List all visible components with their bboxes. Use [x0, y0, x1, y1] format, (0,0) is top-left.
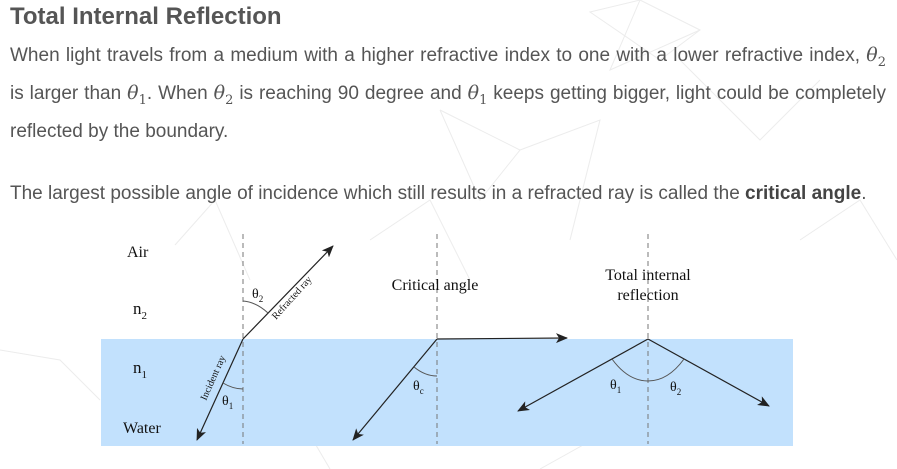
label-theta1-tir: θ1: [610, 378, 621, 395]
para1-text-4: is reaching 90 degree and: [233, 82, 468, 104]
surface-ray: [436, 333, 568, 344]
incident-ray-2: [352, 338, 438, 441]
label-n1: n1: [133, 358, 147, 381]
para1-text-3: . When: [146, 82, 214, 104]
refracted-ray: [242, 245, 334, 340]
angle-arc-theta1: [222, 382, 244, 390]
theta1-symbol: θ1: [127, 81, 147, 108]
article: Total Internal Reflection When light tra…: [10, 0, 886, 209]
theta2-symbol: θ2: [866, 44, 886, 70]
angle-arc-tir-right: [647, 358, 685, 382]
intro-paragraph: When light travels from a medium with a …: [10, 40, 886, 147]
water-region: [101, 339, 793, 446]
para1-text-1: When light travels from a medium with a …: [10, 45, 867, 66]
angle-arc-tir-left: [611, 358, 649, 382]
label-thetac: θc: [413, 379, 424, 396]
label-theta2-tir: θ2: [670, 380, 681, 397]
angle-arc-thetac: [413, 366, 438, 377]
incident-ray-1: [196, 338, 244, 441]
label-air: Air: [127, 244, 149, 261]
reflected-ray: [647, 338, 770, 407]
label-tir-line1: Total internal: [605, 267, 691, 284]
incident-ray-3: [517, 338, 649, 412]
critical-angle-paragraph: The largest possible angle of incidence …: [10, 182, 867, 204]
angle-arc-theta2: [242, 300, 269, 314]
theta1-symbol: θ1: [467, 81, 488, 108]
label-tir-line2: reflection: [617, 287, 678, 304]
label-theta1-refraction: θ1: [222, 394, 233, 411]
label-theta2-refraction: θ2: [252, 287, 263, 304]
label-critical-angle: Critical angle: [392, 277, 479, 294]
label-n2: n2: [133, 299, 147, 322]
label-water: Water: [123, 420, 161, 437]
theta2-symbol: θ2: [213, 81, 234, 108]
critical-angle-term: critical angle: [745, 182, 862, 204]
para1-text-2: is larger than: [10, 82, 128, 104]
page-title: Total Internal Reflection: [10, 3, 282, 30]
label-refracted-ray: Refracted ray: [270, 274, 314, 322]
para1-text-5: keeps getting bigger, light could be com…: [10, 82, 886, 142]
